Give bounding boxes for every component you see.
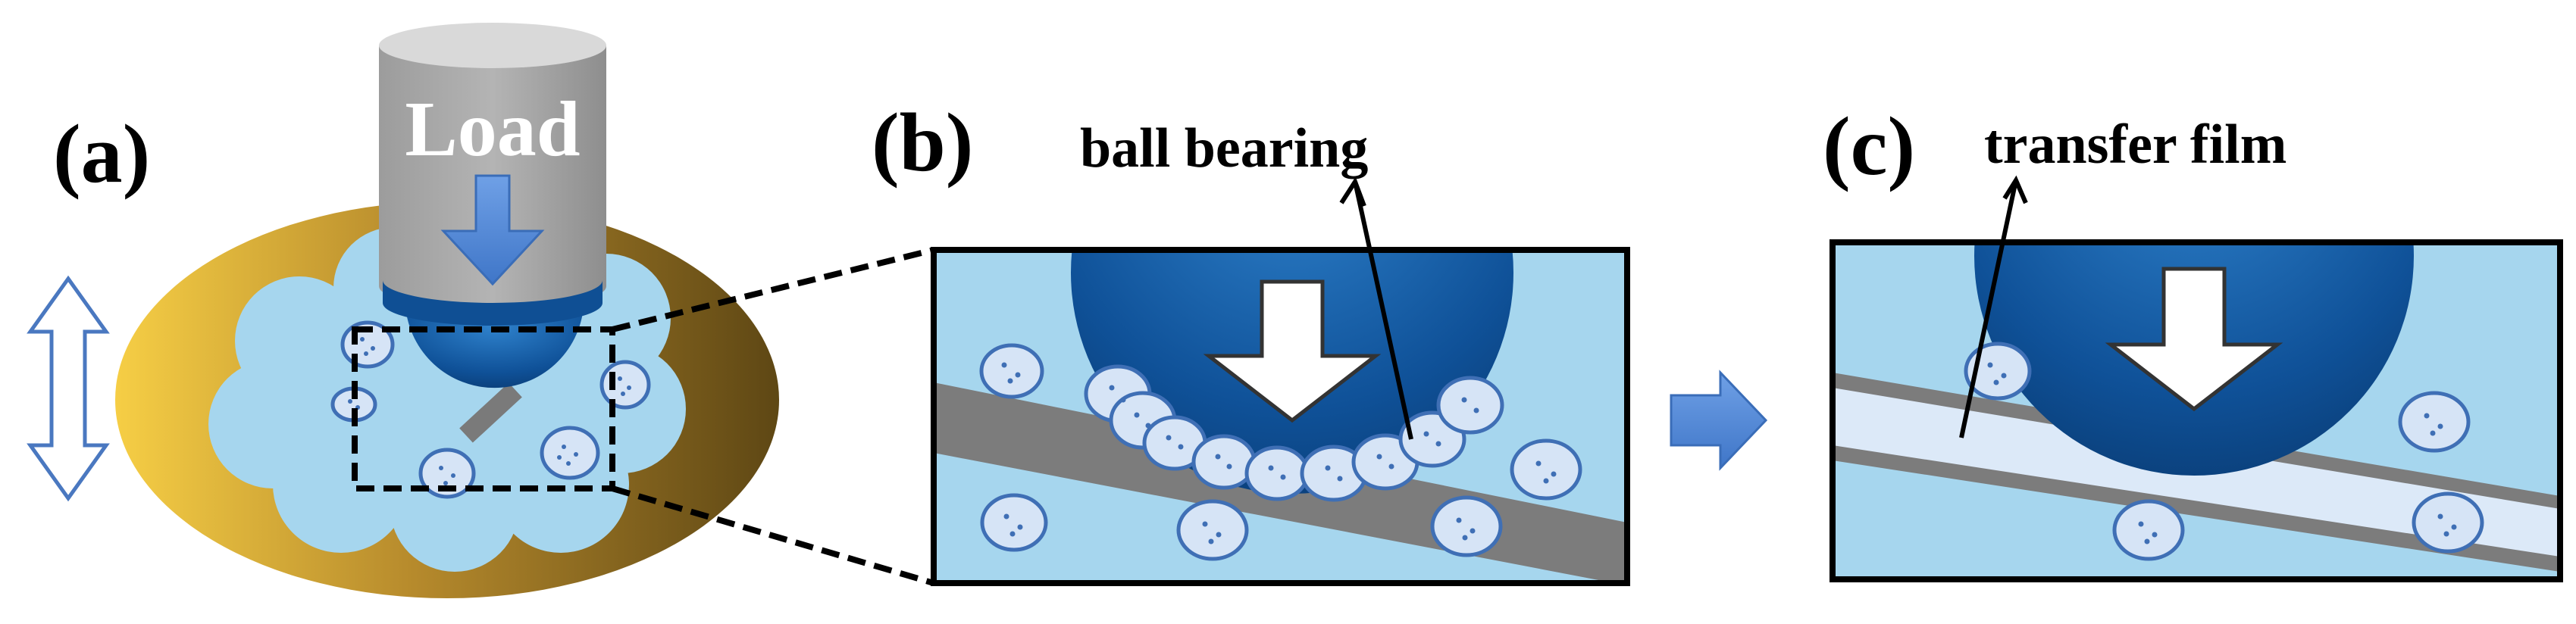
transfer-film-pointer <box>1959 175 2028 438</box>
particle-dots-b <box>1001 362 1557 544</box>
panel-b: (b) ball bearing <box>872 96 1630 586</box>
panel-a-label: (a) <box>53 108 150 200</box>
down-arrow-icon <box>2105 267 2283 412</box>
double-headed-vertical-arrow-icon <box>27 275 110 502</box>
particles-a <box>330 320 651 499</box>
panel-c-label: (c) <box>1823 100 1915 192</box>
panel-c: (c) transfer film <box>1823 100 2563 582</box>
zoom-box <box>352 326 615 491</box>
down-arrow-icon <box>440 174 545 286</box>
particle-dots-c <box>1987 362 2457 544</box>
panel-a: (a) Load <box>27 23 779 598</box>
panel-c-frame <box>1829 239 2563 582</box>
transfer-film-label: transfer film <box>1984 114 2286 176</box>
panel-b-frame <box>931 247 1630 586</box>
panel-b-label: (b) <box>872 96 973 189</box>
ball-bearing-pointer <box>1339 176 1413 440</box>
down-arrow-icon <box>1203 279 1382 423</box>
wear-track <box>459 382 522 443</box>
particles-c <box>1964 342 2484 561</box>
particle-dots-a <box>348 337 631 485</box>
zoom-connectors <box>611 247 935 586</box>
load-label: Load <box>405 86 580 173</box>
particles-b <box>979 343 1582 561</box>
right-arrow-icon <box>1670 370 1768 471</box>
ball-bearing-label: ball bearing <box>1080 117 1368 179</box>
